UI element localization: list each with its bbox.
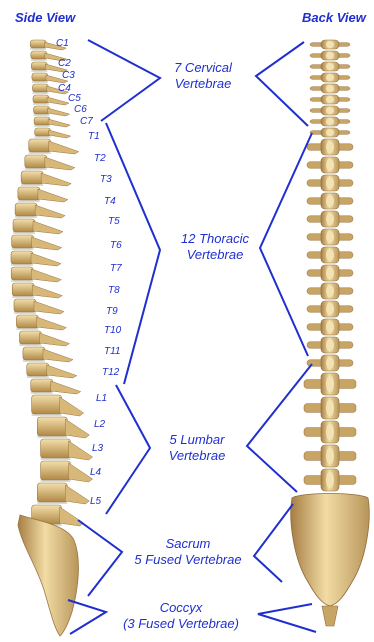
vertebra-label-t4: T4 xyxy=(104,196,116,207)
vertebra-body xyxy=(25,155,47,168)
lumbar-group-label: 5 Lumbar Vertebrae xyxy=(157,432,237,464)
thoracic-group-line2: Vertebrae xyxy=(170,247,260,263)
vertebra-body xyxy=(32,73,48,81)
vertebra-label-l5: L5 xyxy=(90,496,101,507)
vertebra-label-t3: T3 xyxy=(100,174,112,185)
vertebra-body xyxy=(18,187,40,200)
cervical-bracket-left xyxy=(88,40,160,121)
lumbar-group-line1: 5 Lumbar xyxy=(157,432,237,448)
lumbar-bracket-left xyxy=(106,385,150,514)
vertebra-body xyxy=(34,106,50,114)
vertebra-label-c3: C3 xyxy=(62,70,75,81)
vertebra-label-c7: C7 xyxy=(80,116,93,127)
vertebra-body xyxy=(11,251,33,264)
back-sacrum xyxy=(291,494,369,607)
vertebra-label-t6: T6 xyxy=(110,240,122,251)
vertebra-body xyxy=(37,417,67,436)
vertebra-label-t12: T12 xyxy=(102,367,119,378)
back-view-spine xyxy=(291,40,369,626)
coccyx-group-line1: Coccyx xyxy=(106,600,256,616)
vertebra-label-l3: L3 xyxy=(92,443,103,454)
vertebra-label-t1: T1 xyxy=(88,131,100,142)
vertebra-body xyxy=(11,267,33,280)
coccyx-group-label: Coccyx (3 Fused Vertebrae) xyxy=(106,600,256,632)
thoracic-bracket-left xyxy=(106,123,160,384)
vertebra-body xyxy=(13,219,35,232)
sacrum-group-line1: Sacrum xyxy=(118,536,258,552)
vertebra-body xyxy=(14,299,36,312)
vertebra-body xyxy=(15,203,37,216)
vertebra-body xyxy=(32,84,48,92)
vertebra-label-t11: T11 xyxy=(104,346,121,357)
vertebra-body xyxy=(30,40,46,48)
side-sacrum xyxy=(18,515,78,636)
vertebra-label-c6: C6 xyxy=(74,104,87,115)
vertebra-body xyxy=(23,347,45,360)
thoracic-bracket-right xyxy=(260,133,312,356)
side-view-spine xyxy=(11,40,93,636)
vertebra-body xyxy=(41,461,71,480)
vertebra-body xyxy=(37,483,67,502)
vertebra-body xyxy=(12,235,34,248)
vertebra-body xyxy=(33,95,49,103)
vertebra-label-c2: C2 xyxy=(58,58,71,69)
vertebra-label-t10: T10 xyxy=(104,325,121,336)
vertebra-label-c5: C5 xyxy=(68,93,81,104)
thoracic-group-line1: 12 Thoracic xyxy=(170,231,260,247)
vertebra-label-t9: T9 xyxy=(106,306,118,317)
vertebra-body xyxy=(21,171,43,184)
lumbar-group-line2: Vertebrae xyxy=(157,448,237,464)
vertebra-body xyxy=(12,283,34,296)
cervical-bracket-right xyxy=(256,42,308,126)
sacrum-group-line2: 5 Fused Vertebrae xyxy=(118,552,258,568)
vertebra-label-t7: T7 xyxy=(110,263,122,274)
sacrum-bracket-right xyxy=(254,504,293,582)
vertebra-body xyxy=(34,117,50,125)
coccyx-bracket-right xyxy=(258,604,316,632)
vertebra-body xyxy=(27,363,49,376)
vertebra-label-l2: L2 xyxy=(94,419,105,430)
vertebra-body xyxy=(32,395,62,414)
sacrum-group-label: Sacrum 5 Fused Vertebrae xyxy=(118,536,258,568)
vertebra-body xyxy=(19,331,41,344)
back-coccyx xyxy=(322,606,338,626)
vertebra-label-t2: T2 xyxy=(94,153,106,164)
vertebra-label-t5: T5 xyxy=(108,216,120,227)
lumbar-bracket-right xyxy=(247,364,312,492)
vertebra-body xyxy=(16,315,38,328)
cervical-group-line1: 7 Cervical xyxy=(163,60,243,76)
vertebra-body xyxy=(31,51,47,59)
vertebra-body xyxy=(31,379,53,392)
vertebra-body xyxy=(29,139,51,152)
vertebra-body xyxy=(35,128,51,136)
cervical-group-line2: Vertebrae xyxy=(163,76,243,92)
sacrum-bracket-left xyxy=(78,520,122,596)
vertebra-body xyxy=(41,439,71,458)
vertebra-label-t8: T8 xyxy=(108,285,120,296)
back-view-title: Back View xyxy=(302,10,366,25)
thoracic-group-label: 12 Thoracic Vertebrae xyxy=(170,231,260,263)
cervical-group-label: 7 Cervical Vertebrae xyxy=(163,60,243,92)
vertebra-label-l1: L1 xyxy=(96,393,107,404)
side-view-title: Side View xyxy=(15,10,75,25)
vertebra-label-c1: C1 xyxy=(56,38,69,49)
coccyx-group-line2: (3 Fused Vertebrae) xyxy=(106,616,256,632)
vertebra-label-l4: L4 xyxy=(90,467,101,478)
vertebra-body xyxy=(31,62,47,70)
